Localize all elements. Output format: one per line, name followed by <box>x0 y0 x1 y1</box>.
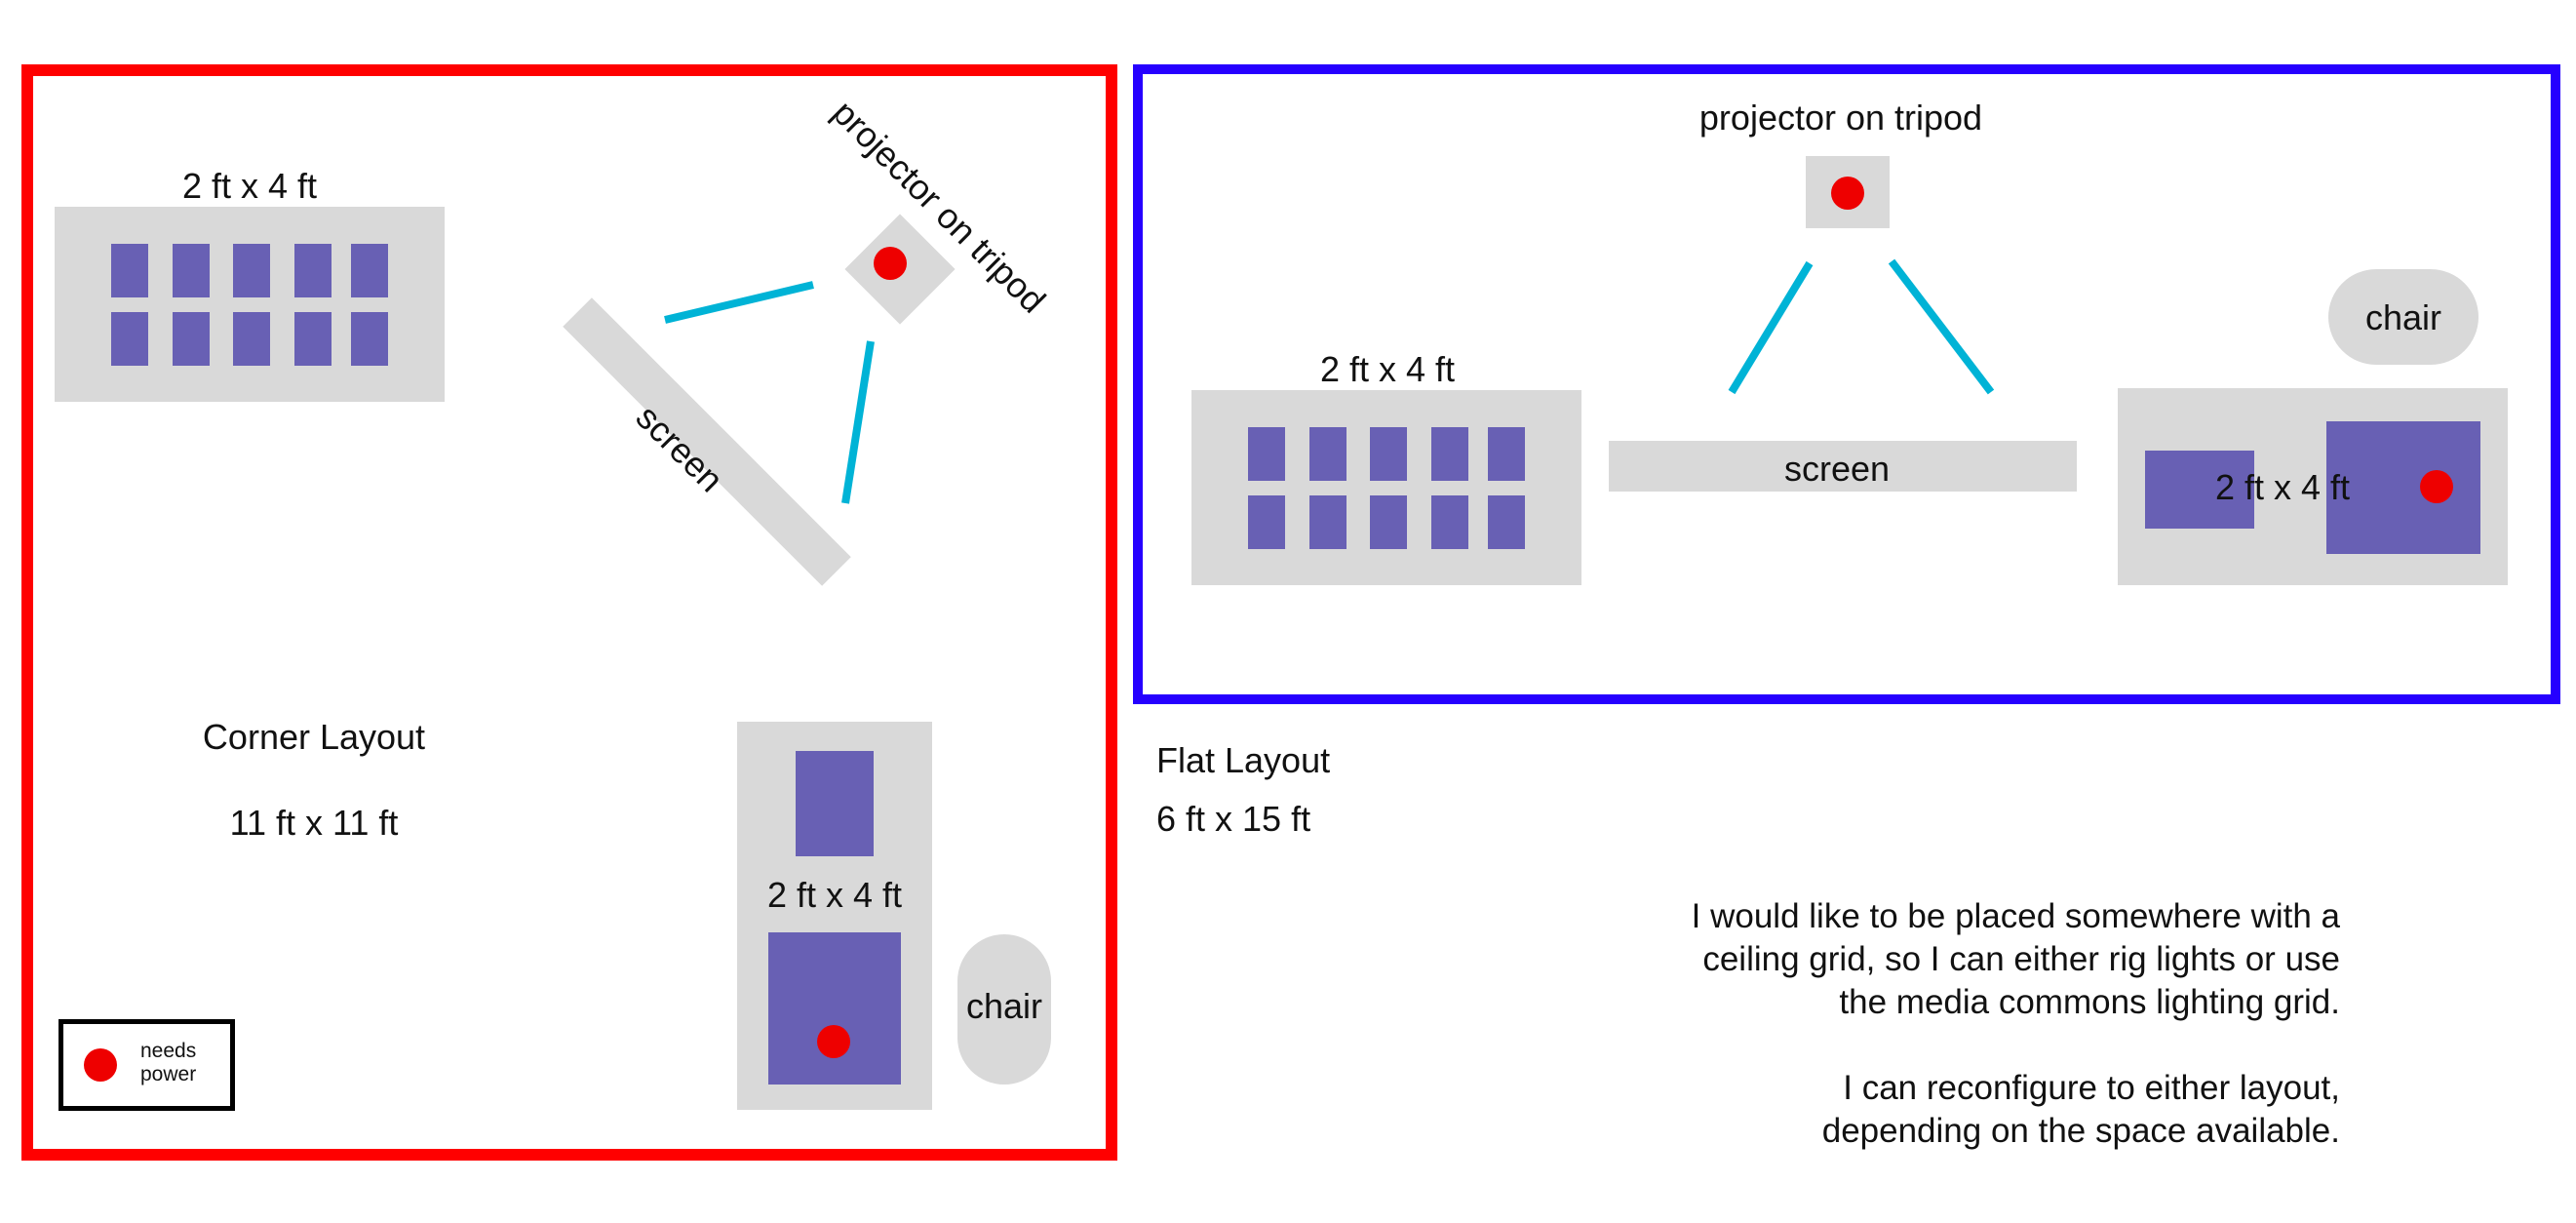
corner-equipment-item <box>294 244 332 297</box>
corner-equipment-item <box>173 244 210 297</box>
corner-equipment-item <box>351 312 388 366</box>
legend-label: needs power <box>140 1040 197 1085</box>
flat-device-power-icon <box>2420 470 2453 503</box>
corner-equipment-item <box>233 244 270 297</box>
flat-chair <box>2328 269 2478 365</box>
corner-equipment-item <box>111 312 148 366</box>
corner-equipment-item <box>111 244 148 297</box>
corner-table-equipment <box>796 751 874 856</box>
corner-desk <box>55 207 445 402</box>
corner-layout-frame <box>21 64 1117 1161</box>
notes-paragraph-2: I can reconfigure to either layout, depe… <box>1821 1069 2340 1150</box>
flat-equipment-item <box>1488 427 1525 481</box>
flat-layout-size: 6 ft x 15 ft <box>1156 799 1311 839</box>
flat-layout-frame <box>1133 64 2560 704</box>
flat-projector-label: projector on tripod <box>1698 98 1983 138</box>
flat-equipment-item <box>1248 495 1285 549</box>
flat-equipment-item <box>1309 495 1347 549</box>
corner-table-device <box>768 932 901 1085</box>
corner-layout-title: Corner Layout <box>202 717 426 757</box>
notes-paragraph-1: I would like to be placed somewhere with… <box>1691 897 2340 1021</box>
flat-screen <box>1609 441 2077 492</box>
flat-desk-label: 2 ft x 4 ft <box>1319 349 1456 389</box>
flat-equipment-item <box>1431 427 1468 481</box>
flat-projector-power-icon <box>1831 177 1864 210</box>
corner-layout-size: 11 ft x 11 ft <box>229 803 399 843</box>
flat-screen-label: screen <box>1783 449 1891 489</box>
flat-table-equipment <box>2145 451 2254 529</box>
flat-equipment-item <box>1248 427 1285 481</box>
corner-device-power-icon <box>817 1025 850 1058</box>
corner-projector-power-icon <box>874 247 907 280</box>
flat-table-label: 2 ft x 4 ft <box>2215 467 2351 507</box>
corner-equipment-item <box>351 244 388 297</box>
flat-equipment-item <box>1431 495 1468 549</box>
corner-desk-label: 2 ft x 4 ft <box>181 166 318 206</box>
flat-equipment-item <box>1309 427 1347 481</box>
flat-desk <box>1191 390 1581 585</box>
corner-chair <box>957 934 1051 1085</box>
corner-equipment-item <box>294 312 332 366</box>
corner-table-label: 2 ft x 4 ft <box>766 875 903 915</box>
flat-chair-label: chair <box>2364 297 2442 337</box>
corner-equipment-item <box>173 312 210 366</box>
flat-layout-title: Flat Layout <box>1156 740 1331 780</box>
flat-equipment-item <box>1370 427 1407 481</box>
flat-equipment-item <box>1370 495 1407 549</box>
legend-power-icon <box>84 1048 117 1082</box>
corner-equipment-item <box>233 312 270 366</box>
corner-chair-label: chair <box>965 986 1043 1026</box>
flat-table-device <box>2326 421 2480 554</box>
flat-equipment-item <box>1488 495 1525 549</box>
